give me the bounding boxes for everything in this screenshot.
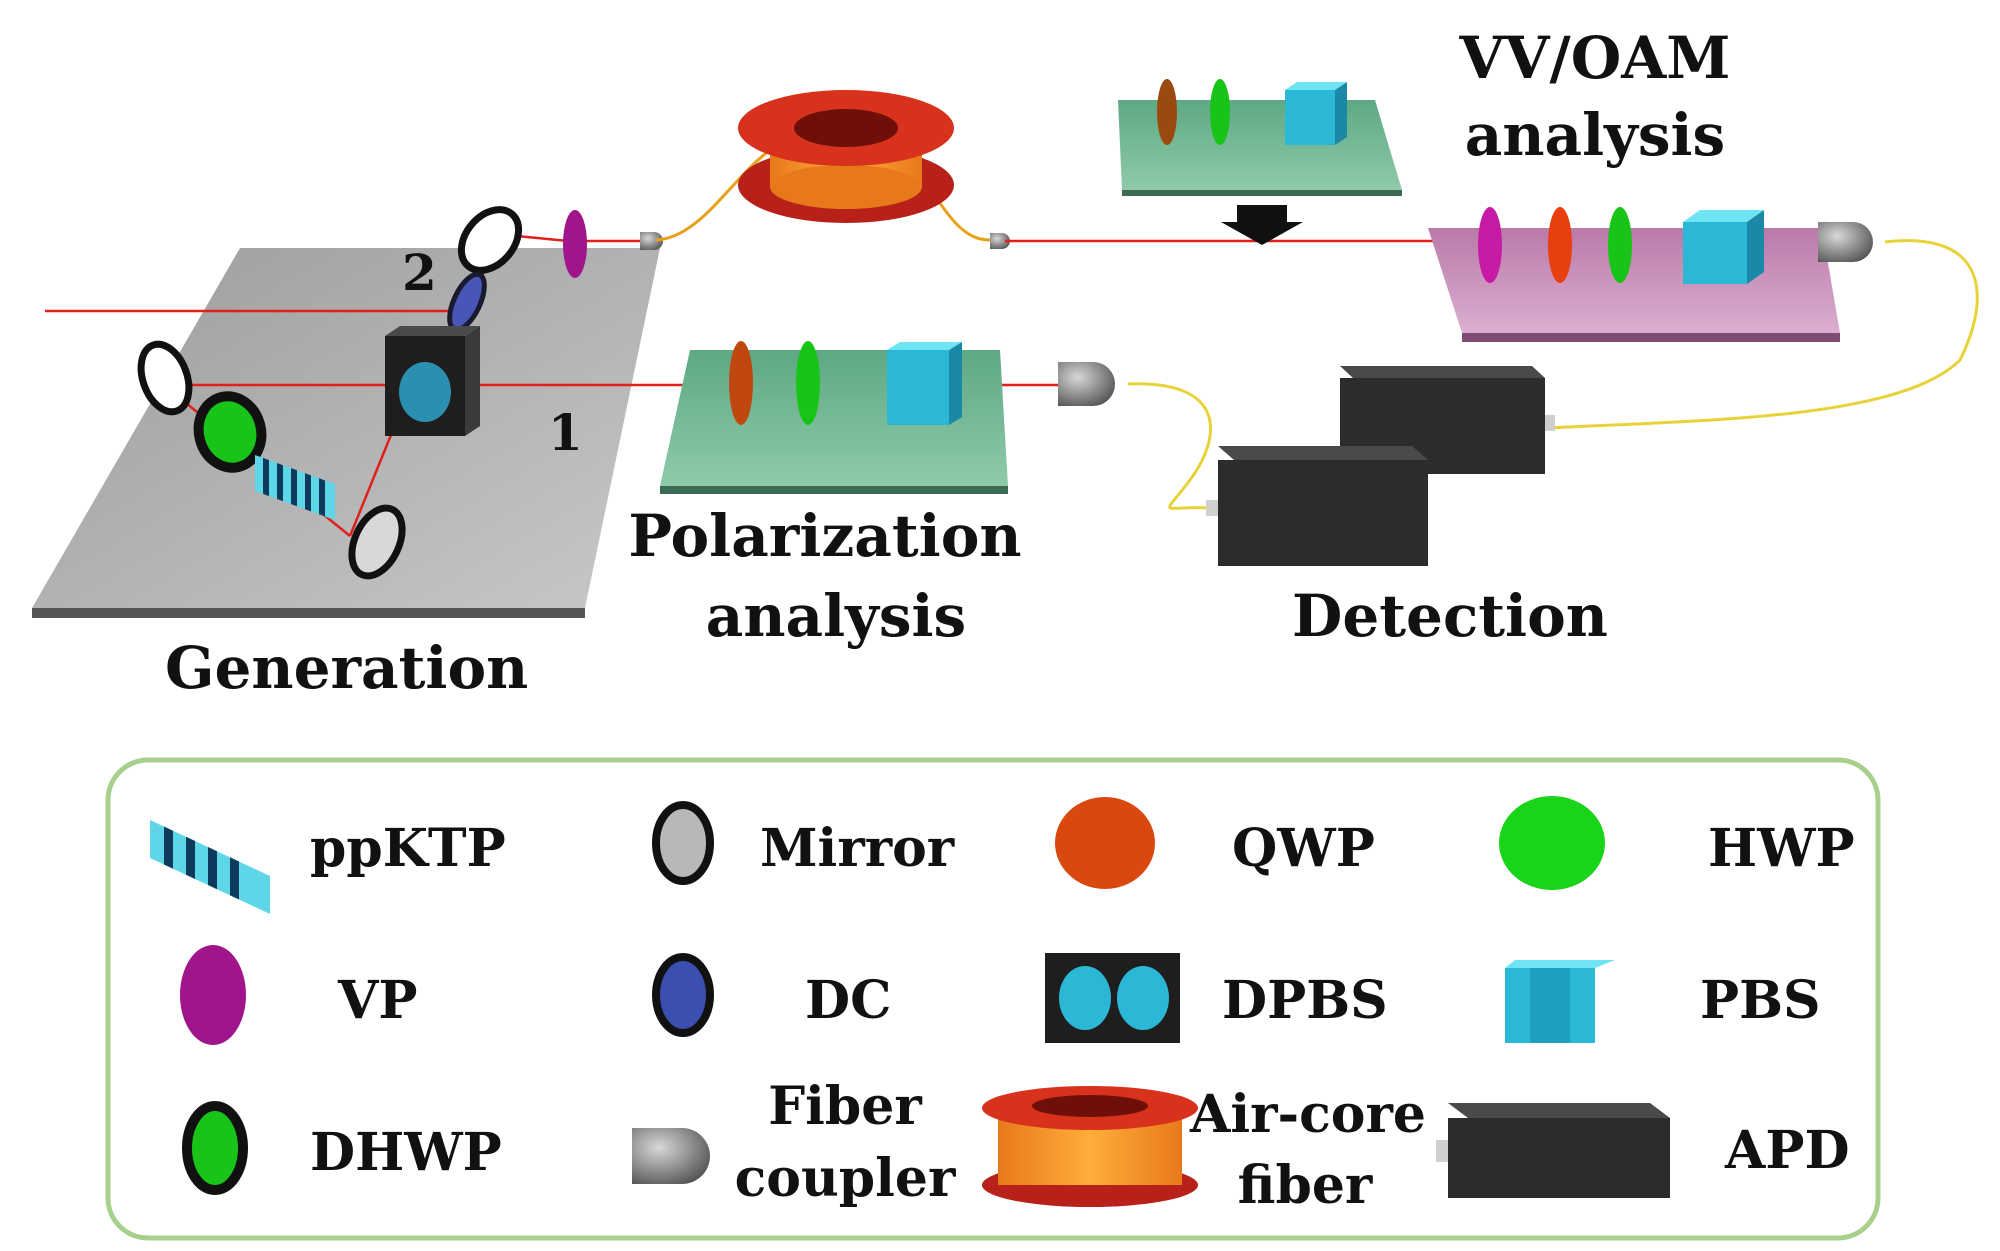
generation-table-edge <box>32 608 585 618</box>
hwp-icon <box>1499 796 1605 890</box>
legend-label-fiber-coupler-line2: coupler <box>735 1148 956 1209</box>
mirror-icon <box>652 801 714 885</box>
legend-label-aircore-line1: Air-core <box>1189 1084 1426 1145</box>
legend-item-dc: DC <box>652 953 891 1037</box>
polarization-label-line1: Polarization <box>628 502 1021 570</box>
pbs-icon <box>887 342 962 425</box>
pbs-icon <box>1505 960 1615 1043</box>
dhwp-icon <box>193 391 267 473</box>
legend-label-mirror: Mirror <box>760 818 955 879</box>
vp-icon <box>563 210 587 278</box>
hwp-icon <box>1608 207 1632 283</box>
qwp-icon <box>1055 797 1155 889</box>
mirror-icon <box>137 340 193 416</box>
generation-table <box>32 248 660 608</box>
vv-oam-stage: VV/OAM analysis <box>1005 24 1979 430</box>
legend-label-hwp: HWP <box>1708 818 1855 879</box>
dpbs-icon <box>1045 953 1180 1043</box>
dc-icon <box>652 953 714 1037</box>
apd-icon <box>1436 1103 1670 1198</box>
fiber-coupler-icon <box>1818 222 1873 262</box>
ppktp-crystal-icon <box>255 455 335 521</box>
air-core-fiber-spool <box>655 90 1010 249</box>
air-core-fiber-icon <box>982 1086 1198 1207</box>
path-label-2: 2 <box>402 243 437 302</box>
legend-frame <box>105 757 1881 1241</box>
qwp-icon <box>729 341 753 425</box>
pbs-icon <box>1683 210 1764 284</box>
legend-label-qwp: QWP <box>1232 818 1375 879</box>
detection-label: Detection <box>1292 582 1608 650</box>
mirror-icon <box>348 504 406 580</box>
legend-label-aircore-line2: fiber <box>1238 1155 1373 1216</box>
vp-icon <box>180 945 246 1045</box>
vv-oam-label-line2: analysis <box>1465 101 1725 169</box>
legend-item-vp: VP <box>180 945 417 1045</box>
qwp-icon <box>1157 79 1177 145</box>
legend-item-dpbs: DPBS <box>1045 953 1388 1043</box>
ppktp-icon <box>150 820 270 914</box>
yellow-fiber <box>1549 239 1979 430</box>
legend-item-dhwp: DHWP <box>182 1101 502 1195</box>
legend-label-fiber-coupler-line1: Fiber <box>768 1076 922 1137</box>
fiber-coupler-icon <box>640 232 663 250</box>
polarization-label-line2: analysis <box>706 582 966 650</box>
legend-item-qwp: QWP <box>1055 797 1375 889</box>
legend-label-pbs: PBS <box>1700 970 1821 1031</box>
yellow-fiber <box>1127 382 1213 510</box>
qwp-icon <box>1548 207 1572 283</box>
insert-arrow-icon <box>1221 205 1303 245</box>
legend-label-dhwp: DHWP <box>310 1122 502 1183</box>
vp-icon <box>1478 207 1502 283</box>
apd-icon <box>1206 446 1428 566</box>
legend-item-air-core-fiber: Air-core fiber <box>982 1084 1426 1216</box>
fiber-coupler-icon <box>632 1128 710 1184</box>
fiber-coupler-icon <box>990 233 1010 249</box>
path-label-1: 1 <box>548 403 583 462</box>
generation-stage: 2 1 Generation <box>32 206 1060 702</box>
legend-item-apd: APD <box>1436 1103 1850 1198</box>
legend: ppKTP Mirror QWP HWP VP DC <box>105 757 1881 1241</box>
legend-item-mirror: Mirror <box>652 801 955 885</box>
hwp-icon <box>1210 79 1230 145</box>
hwp-icon <box>796 341 820 425</box>
dpbs-icon <box>385 326 480 436</box>
legend-item-fiber-coupler: Fiber coupler <box>632 1076 956 1209</box>
vv-oam-label-line1: VV/OAM <box>1459 24 1731 92</box>
detection-stage: Detection <box>1206 366 1608 650</box>
polarization-stage: Polarization analysis <box>628 341 1213 650</box>
legend-label-ppktp: ppKTP <box>310 818 506 879</box>
dhwp-icon <box>182 1101 248 1195</box>
legend-label-vp: VP <box>337 970 417 1031</box>
legend-label-dc: DC <box>805 970 891 1031</box>
fiber-coupler-icon <box>1058 362 1115 406</box>
legend-label-dpbs: DPBS <box>1222 970 1388 1031</box>
legend-label-apd: APD <box>1724 1120 1850 1181</box>
mirror-icon <box>457 206 523 274</box>
legend-item-hwp: HWP <box>1499 796 1855 890</box>
legend-item-ppktp: ppKTP <box>150 818 506 914</box>
legend-item-pbs: PBS <box>1505 960 1821 1043</box>
generation-label: Generation <box>165 634 528 702</box>
pbs-icon <box>1285 82 1347 145</box>
